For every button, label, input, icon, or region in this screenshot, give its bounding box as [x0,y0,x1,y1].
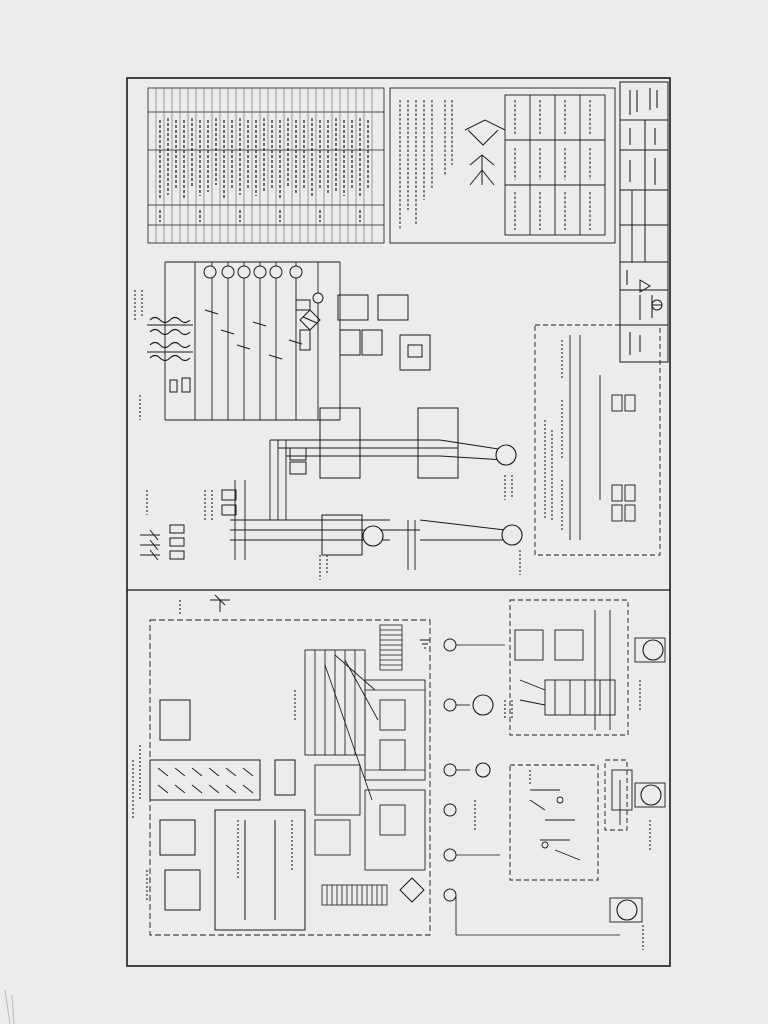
relay-bank [149,699,296,911]
contactor-icon [319,294,459,556]
motor-circuit [230,439,506,570]
right-enclosure-wiring [514,610,621,861]
bottom-section-labels [132,600,651,950]
bridge-rectifier-bottom [399,877,425,903]
terminal-strip-top [569,335,636,540]
disconnect-switch [140,529,160,561]
dashed-enclosure-right [509,599,629,881]
motor-frames [609,637,666,923]
selector-switch [210,594,230,612]
dashed-enclosure-top [534,324,661,556]
relay-coil-icon [203,265,324,304]
motor-symbol-icon [472,639,664,921]
contact-symbols [169,299,311,393]
parts-list-text [159,118,369,222]
title-block [619,81,669,363]
notes-box [389,87,616,244]
ground-icon [420,639,430,649]
bottom-control-wiring [304,649,426,871]
terminal-strip-text [544,340,563,530]
dashed-enclosure-bottom [149,619,431,936]
title-block-text [626,88,658,355]
parts-list-rows [155,88,373,243]
notes-text [399,100,591,230]
fuse-icon [169,447,307,560]
bridge-rectifier [299,309,321,331]
scan-artifact [4,989,15,1024]
connection-wiring [455,644,620,936]
top-section-labels [134,290,521,580]
transformer-icon [147,316,193,362]
delta-wye-diagram [464,119,506,186]
autotransformer-block [214,809,306,931]
terminal-strip-bottom [321,624,403,906]
relay-bank-switches [157,767,254,794]
logo-mark [639,279,663,311]
drawing-border [126,77,671,967]
motor-symbol-icon [362,444,523,547]
